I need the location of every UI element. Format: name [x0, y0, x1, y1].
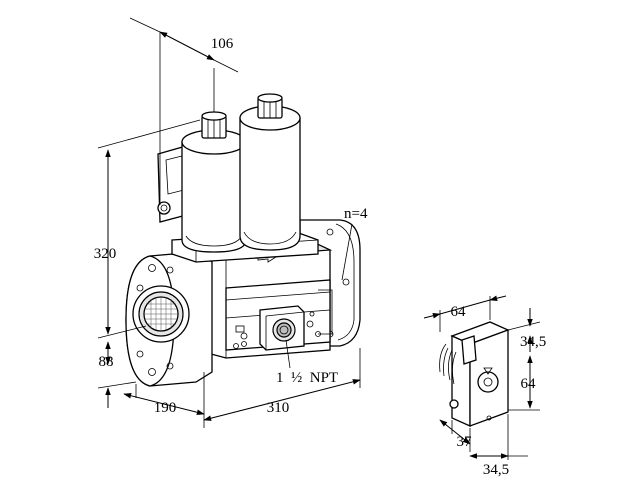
npt-port	[259, 305, 305, 351]
gas-valve-assembly	[125, 93, 361, 387]
callout-flange-bolts: n=4	[341, 206, 368, 281]
detail-dimension-side-b: 34,5	[469, 414, 528, 478]
solenoid-coil-right	[239, 93, 301, 251]
detail-dimension-width: 64	[423, 295, 507, 332]
dimension-height: 320	[94, 119, 201, 339]
detail-label-37: 37	[457, 434, 473, 450]
label-320: 320	[94, 246, 117, 262]
label-310: 310	[267, 400, 290, 416]
dimension-bottom-offset: 88	[97, 341, 137, 408]
detail-dimension-side-a: 34,5	[507, 308, 546, 352]
callout-npt-port: 1 ½ NPT	[276, 339, 338, 386]
detail-label-345-bottom: 34,5	[483, 462, 509, 478]
detail-label-345-top: 34,5	[520, 334, 546, 350]
label-n4: n=4	[344, 206, 368, 222]
label-88: 88	[99, 354, 114, 370]
label-190: 190	[154, 400, 177, 416]
left-flange	[125, 251, 213, 387]
solenoid-coil-left	[181, 111, 247, 253]
strainer-mesh	[144, 297, 178, 331]
detail-dimension-depth: 37	[439, 419, 473, 452]
label-106: 106	[211, 36, 234, 52]
label-npt: 1 ½ NPT	[276, 370, 338, 386]
detail-dimension-height: 64	[508, 355, 540, 411]
detail-label-64-top: 64	[451, 304, 467, 320]
pressure-switch-detail	[439, 321, 510, 428]
dimension-length: 310	[203, 348, 361, 421]
dimension-top-width: 106	[129, 17, 239, 205]
detail-label-64-side: 64	[521, 376, 537, 392]
